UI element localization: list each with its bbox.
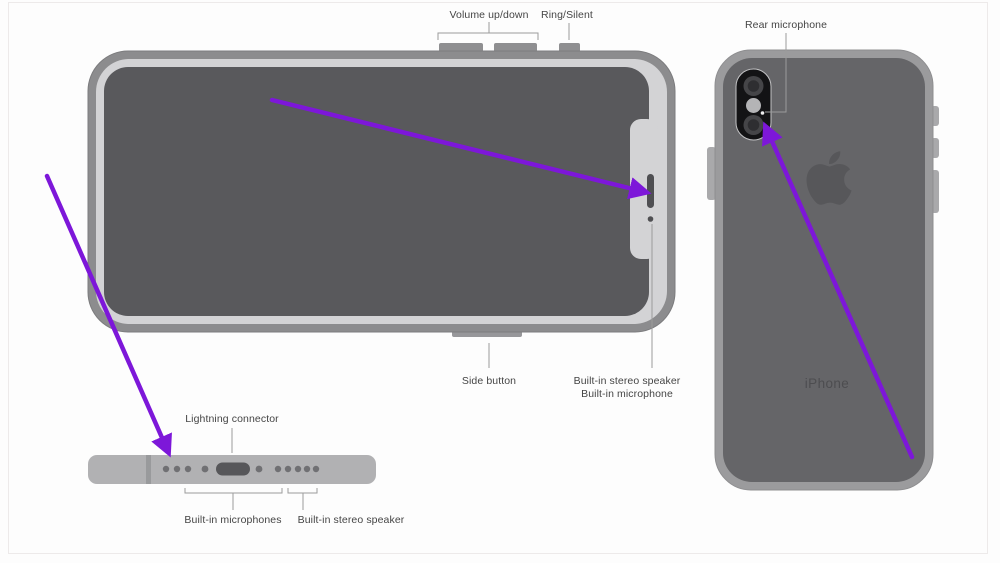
flash bbox=[746, 98, 761, 113]
label-rear-microphone: Rear microphone bbox=[744, 19, 828, 31]
rear-side-button-left bbox=[707, 147, 716, 200]
label-side-button: Side button bbox=[461, 375, 517, 387]
label-line-rear-microphone bbox=[765, 33, 787, 113]
label-volume: Volume up/down bbox=[449, 9, 529, 21]
rear-camera-lens-bottom-inner bbox=[747, 119, 760, 131]
label-bracket-bottom-mics bbox=[184, 488, 283, 510]
front-landscape-iphone bbox=[87, 43, 676, 337]
arrow-to-earpiece-speaker bbox=[269, 97, 652, 200]
label-ring-silent: Ring/Silent bbox=[541, 9, 593, 21]
front-microphone-dot bbox=[647, 216, 654, 222]
rear-camera-lens-top-inner bbox=[747, 80, 760, 92]
rear-iphone bbox=[707, 49, 939, 491]
bottom-edge-view bbox=[88, 455, 376, 484]
rear-microphone-dot bbox=[760, 111, 765, 115]
apple-logo bbox=[806, 151, 852, 205]
label-front-microphone: Built-in microphone bbox=[581, 388, 673, 400]
label-bottom-microphones: Built-in microphones bbox=[184, 514, 282, 526]
label-bottom-stereo-speaker: Built-in stereo speaker bbox=[297, 514, 405, 526]
speaker-holes bbox=[274, 465, 320, 473]
label-line-volume bbox=[437, 22, 539, 40]
antenna-line bbox=[146, 455, 151, 484]
label-front-stereo-speaker: Built-in stereo speaker bbox=[573, 375, 681, 387]
arrow-to-rear-microphone bbox=[762, 121, 915, 460]
arrow-to-bottom-microphones bbox=[44, 173, 172, 458]
lightning-port bbox=[216, 462, 250, 476]
iphone-wordmark: iPhone bbox=[804, 376, 850, 391]
label-bracket-bottom-speaker bbox=[287, 488, 318, 510]
bottom-microphone-holes bbox=[162, 465, 263, 473]
display bbox=[104, 67, 649, 316]
earpiece-speaker-slot bbox=[647, 174, 654, 208]
label-lightning-connector: Lightning connector bbox=[185, 413, 279, 425]
label-lines bbox=[184, 22, 787, 510]
annotation-arrows bbox=[44, 97, 915, 460]
